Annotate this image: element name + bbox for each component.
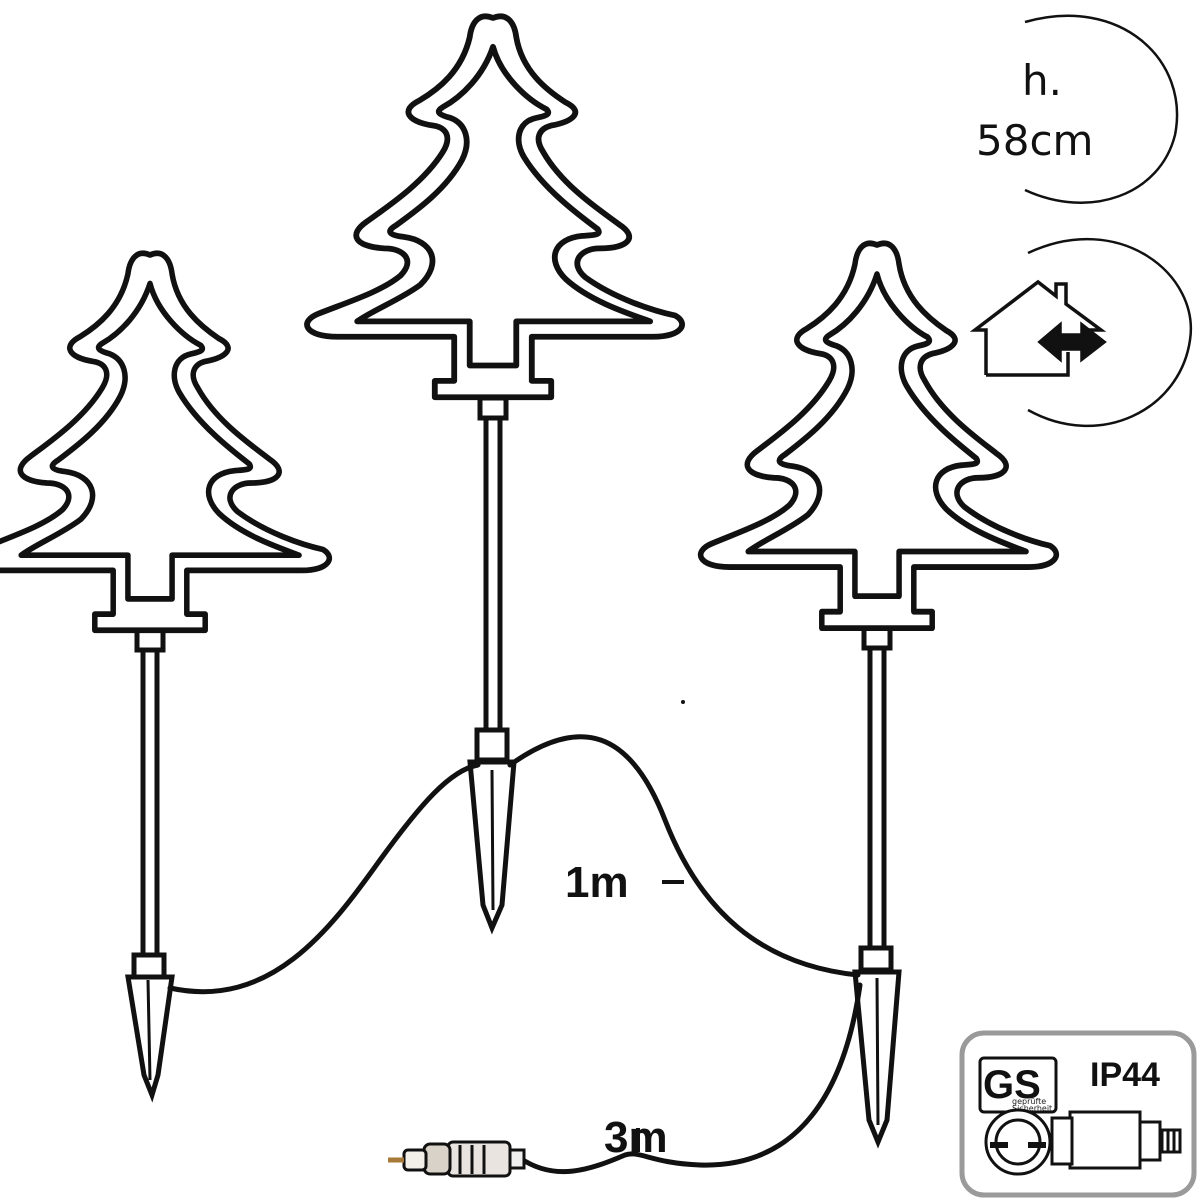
stake-left	[125, 627, 175, 1103]
cable-length-1m: 1m	[565, 858, 629, 907]
ip-rating: IP44	[1090, 1056, 1160, 1094]
tree-right	[701, 243, 1057, 628]
transformer-plug-icon	[984, 1108, 1182, 1176]
cable-length-3m: 3m	[604, 1113, 668, 1162]
cable-network	[167, 734, 863, 1175]
stake-middle	[467, 395, 517, 935]
height-value: 58cm	[976, 116, 1093, 165]
height-prefix: h.	[1022, 56, 1062, 105]
tree-middle	[307, 16, 682, 397]
stake-right	[852, 625, 902, 1149]
certification-badge: GS geprüfte Sicherheit IP44	[959, 1030, 1197, 1198]
indoor-outdoor-badge	[969, 237, 1193, 428]
gs-caption-2: Sicherheit	[1012, 1104, 1052, 1113]
indoor-outdoor-house-icon	[969, 279, 1107, 377]
tree-left	[0, 253, 329, 630]
gs-caption-1: geprüfte	[1012, 1097, 1046, 1106]
gs-mark: GS	[983, 1063, 1041, 1107]
connector-plug	[388, 1140, 526, 1178]
height-badge: h. 58cm	[976, 14, 1179, 204]
